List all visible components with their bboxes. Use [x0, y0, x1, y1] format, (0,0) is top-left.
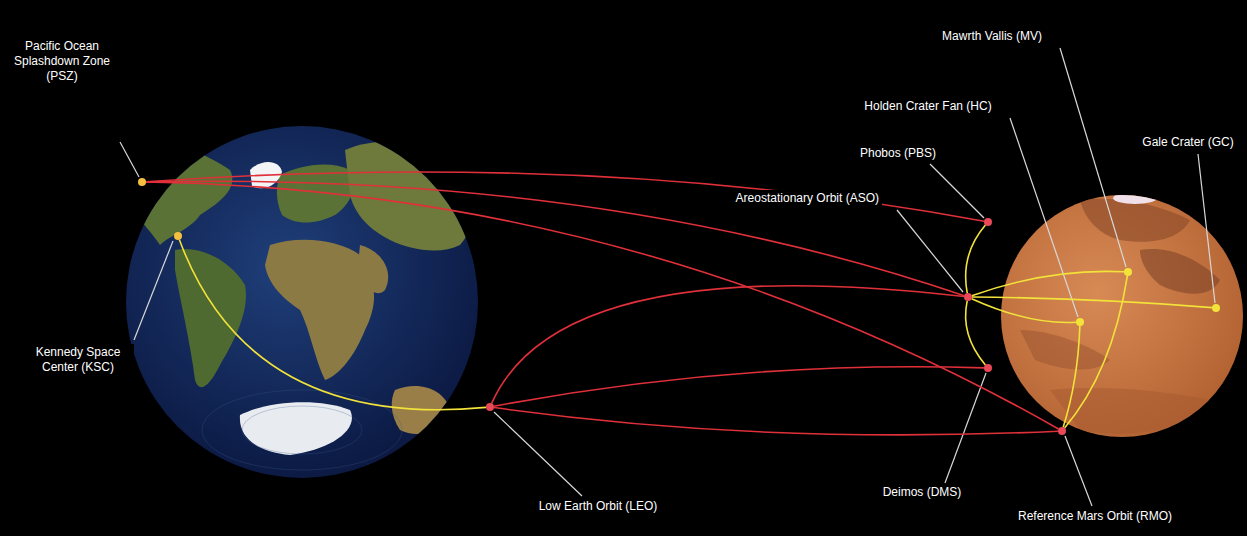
location-label: Areostationary Orbit (ASO) — [690, 190, 882, 207]
location-label: Kennedy Space Center (KSC) — [22, 344, 134, 376]
leader-line — [897, 210, 963, 292]
trajectory-line — [972, 297, 1212, 308]
location-label: Low Earth Orbit (LEO) — [528, 498, 668, 515]
earth-globe — [120, 126, 479, 478]
location-dot: Pacific Ocean Splashdown Zone (PSZ) — [138, 178, 146, 186]
location-label: Phobos (PBS) — [846, 145, 950, 162]
leader-line — [945, 373, 986, 483]
trajectory-line — [972, 271, 1124, 295]
location-dot: Holden Crater Fan (HC) — [1076, 318, 1084, 326]
location-dot: Low Earth Orbit (LEO) — [486, 403, 494, 411]
trajectory-line — [966, 301, 986, 365]
leader-line — [1060, 48, 1126, 267]
location-label: Mawrth Vallis (MV) — [912, 28, 1072, 45]
trajectory-line — [494, 408, 1058, 435]
leader-line — [930, 164, 984, 218]
location-label: Reference Mars Orbit (RMO) — [1000, 508, 1190, 525]
trajectory-line — [494, 367, 984, 407]
trajectory-line — [179, 240, 486, 410]
location-label: Deimos (DMS) — [870, 484, 974, 501]
location-dot: Kennedy Space Center (KSC) — [174, 232, 182, 240]
leader-lines — [120, 48, 1215, 506]
location-dot: Gale Crater (GC) — [1212, 304, 1220, 312]
leader-line — [494, 412, 582, 496]
trajectory-line — [1065, 276, 1128, 428]
location-label: Holden Crater Fan (HC) — [840, 98, 1016, 115]
leader-line — [1198, 154, 1215, 303]
leader-line — [120, 142, 139, 177]
trajectory-line — [972, 299, 1076, 323]
leader-line — [1065, 436, 1092, 506]
mars-surface — [1020, 192, 1220, 434]
location-label: Gale Crater (GC) — [1132, 134, 1244, 151]
location-dot: Areostationary Orbit (ASO) — [964, 293, 972, 301]
trajectory-line — [492, 286, 964, 404]
location-dot: Reference Mars Orbit (RMO) — [1058, 427, 1066, 435]
trajectory-line — [146, 182, 1059, 429]
location-dot: Deimos (DMS) — [984, 364, 992, 372]
leader-line — [134, 241, 173, 340]
location-dot: Phobos (PBS) — [984, 218, 992, 226]
trajectory-line — [966, 225, 986, 293]
location-dot: Mawrth Vallis (MV) — [1124, 268, 1132, 276]
polar-cap — [1113, 192, 1157, 204]
earth-continents — [120, 137, 479, 455]
earth-grid — [202, 390, 402, 470]
trajectory-line — [146, 172, 984, 221]
trajectory-line — [146, 181, 964, 296]
location-label: Pacific Ocean Splashdown Zone (PSZ) — [10, 38, 114, 85]
leader-line — [1010, 118, 1078, 317]
